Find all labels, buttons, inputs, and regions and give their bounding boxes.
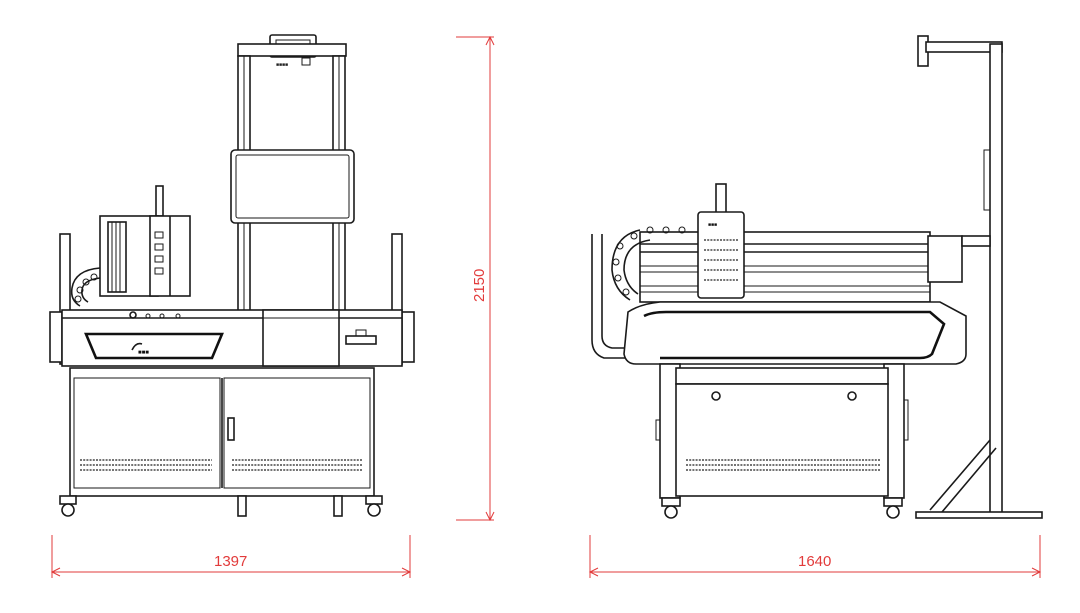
- monitor-front: [230, 149, 355, 224]
- table-top-front: ■■■: [61, 309, 403, 367]
- dimension-front-width: 1397: [50, 535, 412, 578]
- gantry-side: [639, 231, 991, 303]
- svg-text:■■■: ■■■: [138, 350, 149, 356]
- cable-chain-side: [611, 226, 686, 301]
- tool-head-front: [99, 185, 191, 297]
- castors-front: [59, 495, 383, 517]
- height-label: 2150: [471, 269, 488, 302]
- side-width-label: 1640: [798, 553, 831, 570]
- side-upright: [591, 234, 630, 359]
- cabinet-front: [69, 367, 375, 497]
- front-view: ■■■■: [49, 34, 415, 517]
- svg-text:■■■: ■■■: [708, 222, 717, 228]
- castors-side: [661, 497, 903, 519]
- frame-side: [655, 363, 909, 499]
- camera-bracket-front: ■■■■: [237, 34, 347, 68]
- dimension-side-width: 1640: [588, 535, 1042, 578]
- cable-chain-front: [70, 267, 101, 307]
- side-view: ■■■: [591, 35, 1043, 519]
- tool-head-side: ■■■: [697, 183, 745, 299]
- camera-stand-side: [915, 35, 1043, 519]
- svg-text:■■■■: ■■■■: [276, 62, 288, 68]
- front-width-label: 1397: [214, 553, 247, 570]
- side-rails-front: [49, 233, 415, 365]
- table-body-side: [623, 301, 967, 365]
- dimension-height: 2150: [456, 35, 495, 522]
